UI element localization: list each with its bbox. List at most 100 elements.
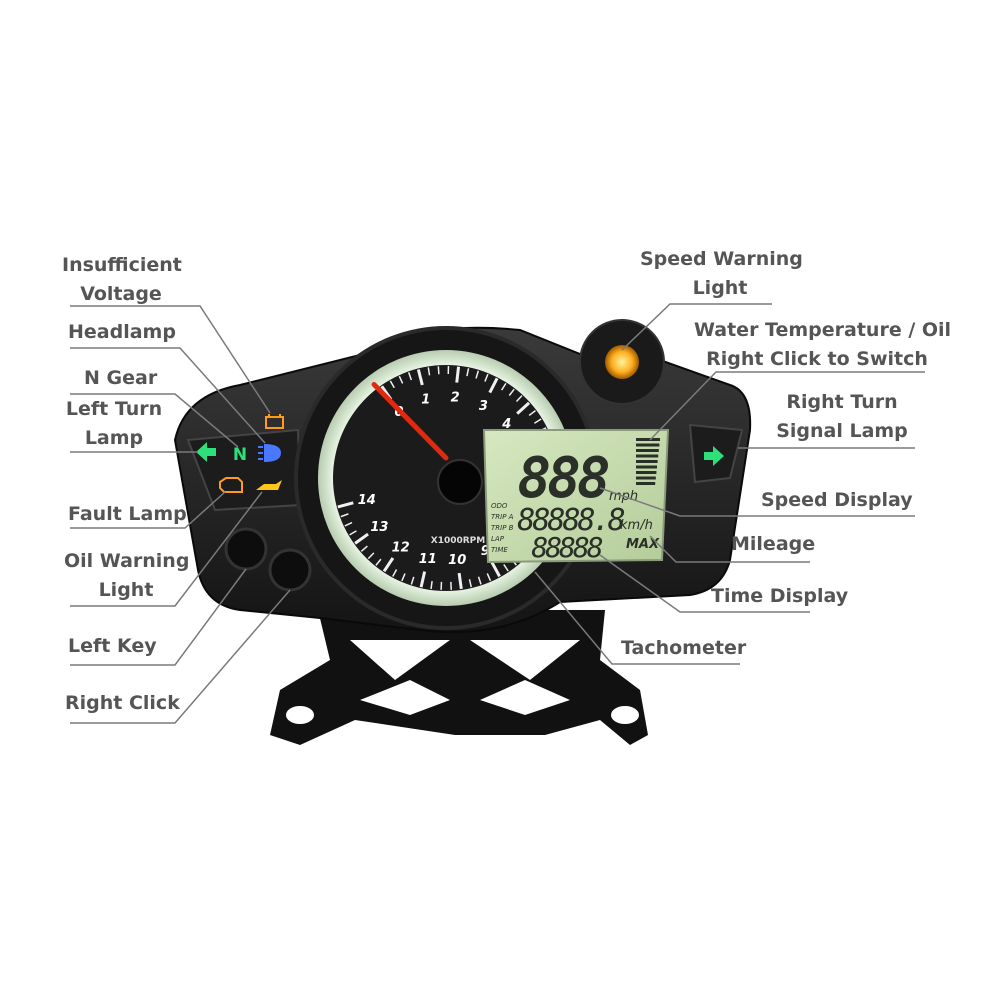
- minor-tick: [401, 573, 406, 582]
- tick-label-11: 11: [419, 552, 437, 567]
- major-tick: [455, 366, 461, 383]
- lcd-max-label: MAX: [626, 537, 660, 552]
- tick-label-13: 13: [370, 520, 388, 535]
- left-turn-lamp-icon: [196, 442, 216, 462]
- tick-label-2: 2: [451, 391, 460, 406]
- label-tachometer: Tachometer: [621, 637, 747, 659]
- lcd-temperature-bars: [636, 438, 660, 485]
- label-right-turn-signal-lamp: Right Turn Signal Lamp: [776, 391, 908, 442]
- major-tick: [457, 572, 463, 590]
- headlamp-icon: [258, 444, 281, 462]
- leader-right-click: [70, 589, 291, 724]
- lcd-mode-label: TIME: [491, 546, 508, 554]
- minor-tick: [360, 545, 368, 552]
- label-insufficient-voltage: Insufficient Voltage: [62, 254, 182, 305]
- lcd-bar-segment: [636, 449, 659, 452]
- leader-water-temp: [649, 371, 925, 441]
- n-gear-icon: N: [233, 445, 247, 465]
- major-tick: [354, 532, 369, 545]
- insufficient-voltage-icon: [265, 414, 284, 429]
- right-click-button[interactable]: [268, 548, 312, 592]
- minor-tick: [437, 366, 440, 375]
- tick-label-12: 12: [392, 540, 410, 555]
- label-speed-display: Speed Display: [761, 489, 913, 511]
- tick-label-4: 4: [501, 417, 511, 432]
- lcd-bar-segment: [636, 460, 658, 463]
- right-turn-lamp-icon: [704, 446, 724, 466]
- label-fault-lamp: Fault Lamp: [68, 503, 187, 525]
- leader-tachometer: [534, 571, 740, 665]
- minor-tick: [503, 564, 509, 572]
- speed-warning-pod: [579, 319, 665, 405]
- tachometer-needle: [371, 382, 449, 461]
- lcd-bar-segment: [636, 482, 656, 485]
- lcd-mode-label: ODO: [491, 502, 508, 510]
- label-time-display: Time Display: [711, 585, 849, 607]
- lcd-bar-segment: [636, 471, 657, 474]
- minor-tick: [468, 579, 472, 588]
- oil-warning-icon: [256, 480, 282, 490]
- lcd-mode-labels: ODO TRIP A TRIP B LAP TIME: [491, 502, 514, 554]
- leader-oil-warning: [70, 491, 263, 607]
- lcd-time-digits: 88888: [531, 531, 602, 564]
- minor-tick: [344, 521, 353, 527]
- lcd-odometer-digits: 88888.8: [517, 503, 624, 538]
- leader-mileage: [649, 535, 810, 563]
- minor-tick: [486, 573, 492, 582]
- lcd-speed-digits: 888: [517, 446, 608, 511]
- needle-hub: [437, 459, 483, 505]
- label-oil-warning-light: Oil Warning Light: [64, 550, 190, 601]
- minor-tick: [389, 380, 395, 389]
- leader-headlamp: [70, 347, 266, 444]
- minor-tick: [500, 382, 507, 391]
- leader-speed-warning: [621, 303, 772, 351]
- minor-tick: [475, 370, 480, 379]
- label-speed-warning-light: Speed Warning Light: [640, 248, 803, 299]
- lcd-mode-label: TRIP A: [491, 513, 514, 521]
- lcd-bar-segment: [636, 476, 656, 480]
- leader-n-gear: [70, 393, 239, 448]
- tick-label-3: 3: [479, 399, 488, 414]
- label-water-temperature-oil: Water Temperature / Oil Right Click to S…: [694, 319, 952, 370]
- left-key-button[interactable]: [224, 527, 268, 571]
- minor-tick: [427, 367, 431, 376]
- minor-tick: [534, 418, 542, 424]
- minor-tick: [375, 558, 382, 566]
- lcd-bar-segment: [636, 443, 660, 447]
- lcd-bar-segment: [636, 465, 657, 469]
- major-tick: [416, 369, 424, 386]
- label-mileage: Mileage: [731, 533, 816, 555]
- minor-tick: [340, 513, 349, 518]
- minor-tick: [430, 580, 433, 590]
- label-left-turn-lamp: Left Turn Lamp: [65, 398, 163, 449]
- lcd-bar-segment: [636, 438, 660, 441]
- major-tick: [337, 501, 354, 509]
- leader-lines: [70, 303, 925, 724]
- lcd-unit-kmh: km/h: [620, 518, 653, 533]
- tick-label-1: 1: [421, 393, 430, 408]
- leader-speed-display: [599, 487, 915, 517]
- minor-tick: [528, 410, 536, 417]
- major-tick: [516, 401, 531, 415]
- lcd-mode-label: TRIP B: [491, 524, 514, 532]
- label-headlamp: Headlamp: [68, 321, 176, 343]
- tick-label-10: 10: [448, 553, 466, 568]
- major-tick: [490, 561, 501, 578]
- minor-tick: [477, 576, 482, 585]
- tick-label-14: 14: [358, 493, 376, 508]
- minor-tick: [410, 576, 415, 585]
- mounting-bracket: [270, 610, 648, 745]
- fault-lamp-icon: [219, 477, 243, 493]
- minor-tick: [392, 569, 398, 577]
- label-n-gear: N Gear: [84, 367, 158, 389]
- lcd-mode-label: LAP: [491, 535, 505, 543]
- label-left-key: Left Key: [68, 635, 157, 657]
- minor-tick: [349, 530, 357, 536]
- major-tick: [488, 377, 499, 394]
- leader-fault-lamp: [70, 491, 226, 529]
- minor-tick: [515, 395, 523, 403]
- minor-tick: [466, 368, 470, 377]
- minor-tick: [484, 373, 489, 382]
